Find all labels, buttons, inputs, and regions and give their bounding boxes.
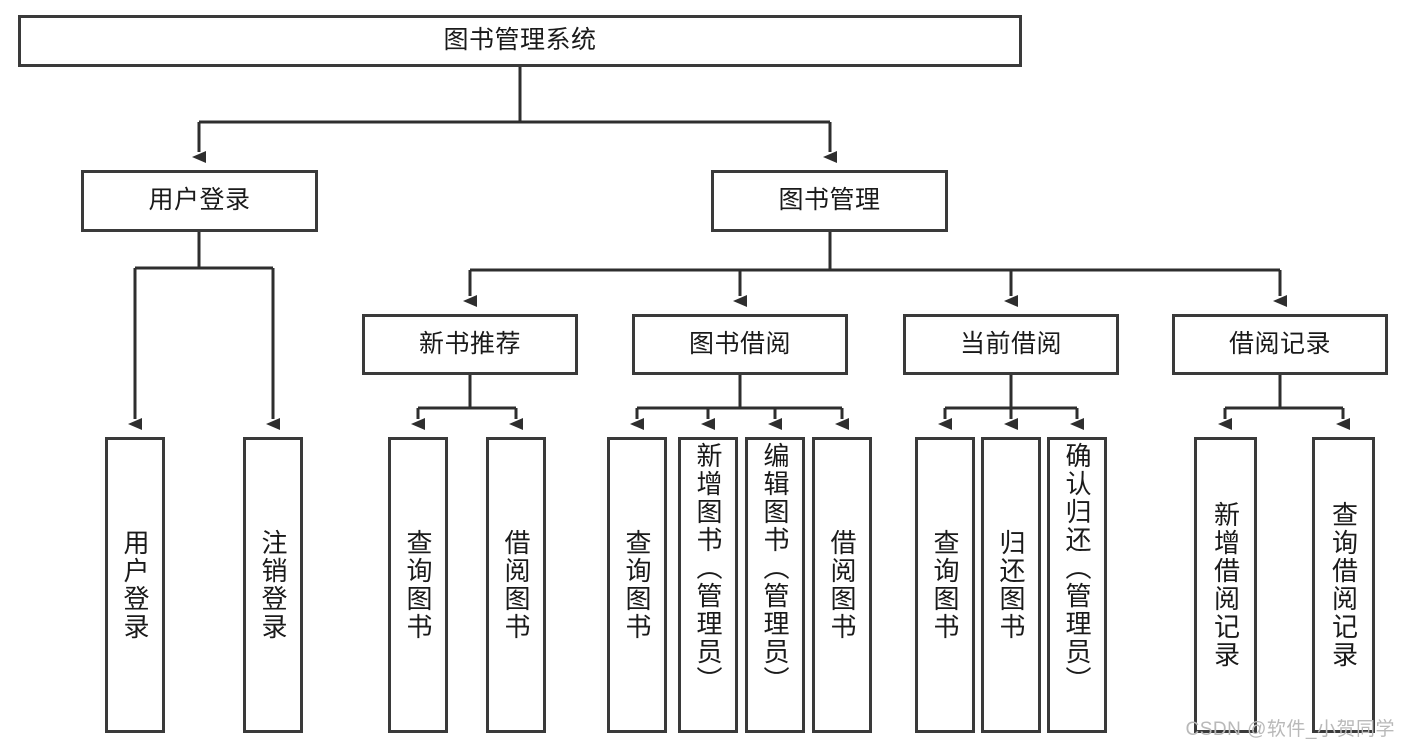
node-leaf-query-book-recommend[interactable]: 查询图书: [388, 437, 448, 733]
node-user-login-label: 用户登录: [148, 186, 251, 215]
node-leaf-logout[interactable]: 注销登录: [243, 437, 303, 733]
node-new-book-recommend[interactable]: 新书推荐: [362, 314, 578, 375]
node-leaf-query-book-current[interactable]: 查询图书: [915, 437, 975, 733]
node-book-management[interactable]: 图书管理: [711, 170, 948, 232]
node-leaf-edit-book-admin-label: 编辑图书（管理员）: [760, 442, 790, 694]
node-borrow-records[interactable]: 借阅记录: [1172, 314, 1388, 375]
node-leaf-query-book-borrow[interactable]: 查询图书: [607, 437, 667, 733]
node-leaf-borrow-book[interactable]: 借阅图书: [812, 437, 872, 733]
node-leaf-confirm-return-admin-label: 确认归还（管理员）: [1062, 442, 1092, 694]
node-user-login[interactable]: 用户登录: [81, 170, 318, 232]
node-leaf-query-book-recommend-label: 查询图书: [403, 529, 433, 641]
node-leaf-user-login-label: 用户登录: [120, 529, 150, 641]
node-borrow-records-label: 借阅记录: [1228, 329, 1331, 358]
node-book-borrow[interactable]: 图书借阅: [632, 314, 848, 375]
node-root[interactable]: 图书管理系统: [18, 15, 1022, 67]
node-book-borrow-label: 图书借阅: [688, 329, 791, 358]
node-leaf-add-book-admin[interactable]: 新增图书（管理员）: [678, 437, 738, 733]
node-leaf-query-borrow-record-label: 查询借阅记录: [1328, 501, 1359, 669]
node-current-borrow[interactable]: 当前借阅: [903, 314, 1119, 375]
node-leaf-borrow-book-label: 借阅图书: [827, 529, 857, 641]
node-root-label: 图书管理系统: [443, 26, 597, 55]
node-leaf-return-book-label: 归还图书: [996, 529, 1026, 641]
node-leaf-query-book-borrow-label: 查询图书: [622, 529, 652, 641]
node-leaf-add-book-admin-label: 新增图书（管理员）: [693, 442, 723, 694]
node-leaf-user-login[interactable]: 用户登录: [105, 437, 165, 733]
node-leaf-borrow-book-recommend[interactable]: 借阅图书: [486, 437, 546, 733]
node-leaf-edit-book-admin[interactable]: 编辑图书（管理员）: [745, 437, 805, 733]
node-current-borrow-label: 当前借阅: [959, 329, 1062, 358]
node-book-management-label: 图书管理: [778, 186, 881, 215]
node-leaf-confirm-return-admin[interactable]: 确认归还（管理员）: [1047, 437, 1107, 733]
node-leaf-query-borrow-record[interactable]: 查询借阅记录: [1312, 437, 1375, 733]
node-leaf-add-borrow-record[interactable]: 新增借阅记录: [1194, 437, 1257, 733]
node-leaf-borrow-book-recommend-label: 借阅图书: [501, 529, 531, 641]
node-leaf-return-book[interactable]: 归还图书: [981, 437, 1041, 733]
node-leaf-add-borrow-record-label: 新增借阅记录: [1210, 501, 1241, 669]
node-leaf-query-book-current-label: 查询图书: [930, 529, 960, 641]
node-new-book-recommend-label: 新书推荐: [418, 329, 521, 358]
node-leaf-logout-label: 注销登录: [258, 529, 288, 641]
csdn-watermark: CSDN @软件_小贺同学: [1185, 719, 1395, 740]
